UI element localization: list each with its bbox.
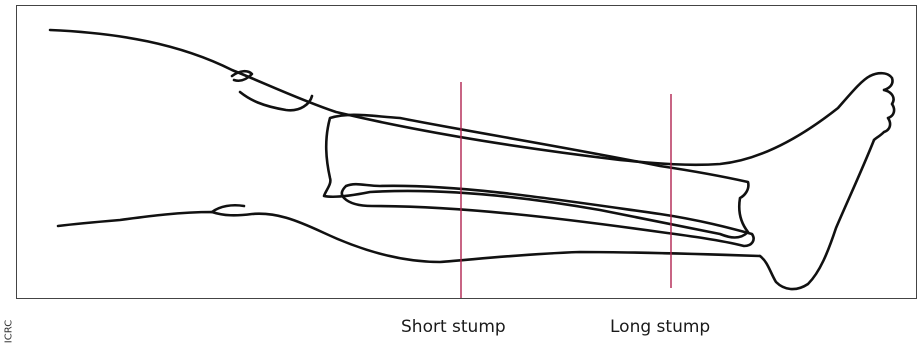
kneecap-outline <box>240 92 312 110</box>
short-stump-label: Short stump <box>401 317 506 337</box>
knee-crease <box>212 205 244 212</box>
image-credit: ICRC <box>4 315 15 349</box>
knee-outline <box>232 71 252 81</box>
leg-upper-outline <box>50 30 870 165</box>
long-stump-label: Long stump <box>610 317 710 337</box>
foot-outline <box>760 140 874 289</box>
leg-lower-outline <box>58 212 760 262</box>
fibula-outline <box>342 184 754 246</box>
toes-outline <box>870 73 894 140</box>
